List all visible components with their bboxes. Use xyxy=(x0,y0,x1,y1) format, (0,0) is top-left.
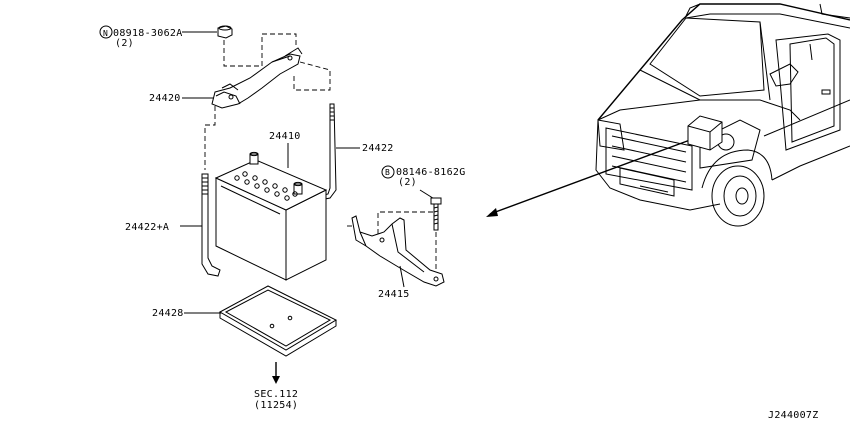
nut-part-number: 08918-3062A xyxy=(113,28,183,39)
nut-quantity: (2) xyxy=(115,38,134,49)
bracket-label: 24415 xyxy=(378,289,410,300)
hold-down-rod-right xyxy=(319,103,337,201)
nut-callout: N 08918-3062A (2) xyxy=(99,25,217,49)
battery-frame xyxy=(211,47,303,109)
section-sub: (11254) xyxy=(254,400,298,411)
bolt-symbol-circle xyxy=(381,165,395,179)
section-ref: SEC.112 xyxy=(254,389,298,400)
bolt-callout: B 08146-8162G (2) xyxy=(381,165,466,201)
battery-tray xyxy=(218,285,338,357)
nut-symbol-circle xyxy=(99,25,113,39)
bolt-part-number: 08146-8162G xyxy=(396,167,466,178)
vehicle-illustration xyxy=(595,3,850,227)
battery xyxy=(214,151,328,281)
hold-down-rod-left xyxy=(201,173,221,277)
nut-symbol-letter: N xyxy=(103,29,108,38)
bolt-icon xyxy=(430,197,442,231)
section-arrow xyxy=(272,362,280,384)
rod-right-label: 24422 xyxy=(362,143,394,154)
battery-bracket xyxy=(351,215,445,287)
diagram-id: J244007Z xyxy=(768,410,819,421)
bolt-quantity: (2) xyxy=(398,177,417,188)
location-arrow xyxy=(486,139,691,217)
bolt-symbol-letter: B xyxy=(385,168,390,177)
battery-label: 24410 xyxy=(269,131,301,142)
nut-icon xyxy=(217,25,233,39)
tray-label: 24428 xyxy=(152,308,184,319)
frame-label: 24420 xyxy=(149,93,181,104)
rod-left-label: 24422+A xyxy=(125,222,169,233)
